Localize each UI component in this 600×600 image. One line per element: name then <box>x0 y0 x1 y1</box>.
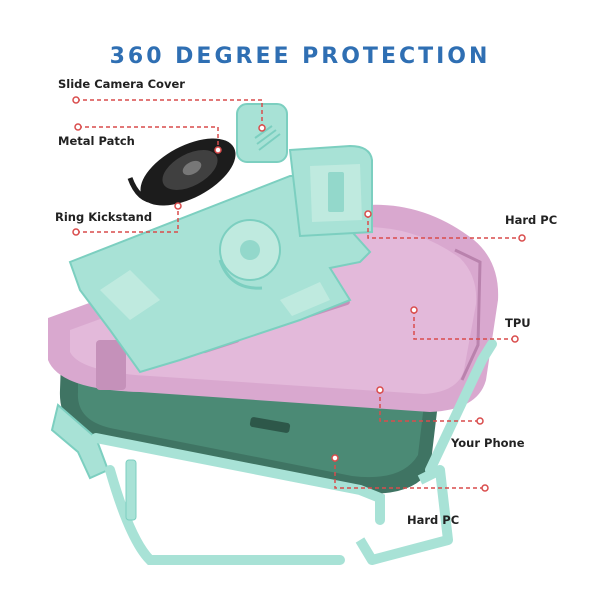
page-title: 360 DEGREE PROTECTION <box>109 44 491 69</box>
label-hard-pc-top: Hard PC <box>505 213 558 227</box>
label-metal-patch: Metal Patch <box>58 134 135 148</box>
hard-pc-frame-bottom-illustration <box>50 339 497 565</box>
leader-tpu <box>413 310 515 340</box>
label-tpu: TPU <box>505 316 531 330</box>
label-ring-kickstand: Ring Kickstand <box>55 210 153 224</box>
leader-ring-kickstand <box>76 206 179 233</box>
leader-slide-camera-cover <box>76 99 263 128</box>
leader-hard-pc-top <box>367 214 522 239</box>
leader-endpoints <box>72 96 526 492</box>
leader-lines <box>76 99 522 489</box>
ring-kickstand-illustration <box>127 138 236 206</box>
label-slide-camera-cover: Slide Camera Cover <box>58 77 185 91</box>
leader-metal-patch <box>78 126 219 150</box>
label-hard-pc-bottom: Hard PC <box>407 513 460 527</box>
leader-your-phone <box>379 390 480 422</box>
leader-hard-pc-bottom <box>334 458 485 489</box>
hard-pc-frame-top-illustration <box>68 144 373 374</box>
label-your-phone: Your Phone <box>451 436 525 450</box>
